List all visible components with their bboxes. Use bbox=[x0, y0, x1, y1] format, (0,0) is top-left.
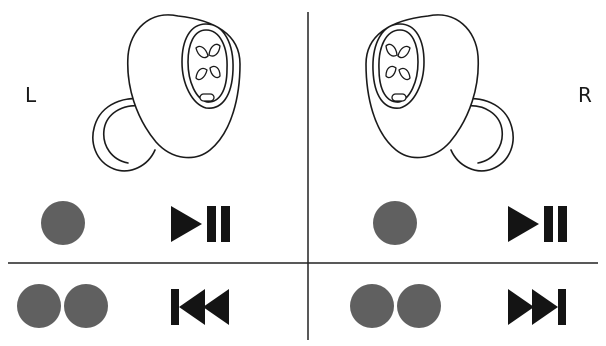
left-earbud-illustration bbox=[92, 14, 241, 172]
right-earbud-label: R bbox=[578, 83, 592, 107]
single-tap-dot-right bbox=[373, 201, 417, 245]
play-pause-icon-right bbox=[508, 206, 567, 242]
double-tap-dot-right-2 bbox=[397, 284, 441, 328]
right-earbud-illustration bbox=[365, 14, 514, 172]
play-pause-icon-left bbox=[171, 206, 230, 242]
double-tap-dot-left-2 bbox=[64, 284, 108, 328]
left-earbud-label: L bbox=[25, 83, 37, 107]
double-tap-dot-left-1 bbox=[17, 284, 61, 328]
next-track-icon bbox=[508, 289, 566, 325]
previous-track-icon bbox=[171, 289, 229, 325]
double-tap-dot-right-1 bbox=[350, 284, 394, 328]
single-tap-dot-left bbox=[41, 201, 85, 245]
